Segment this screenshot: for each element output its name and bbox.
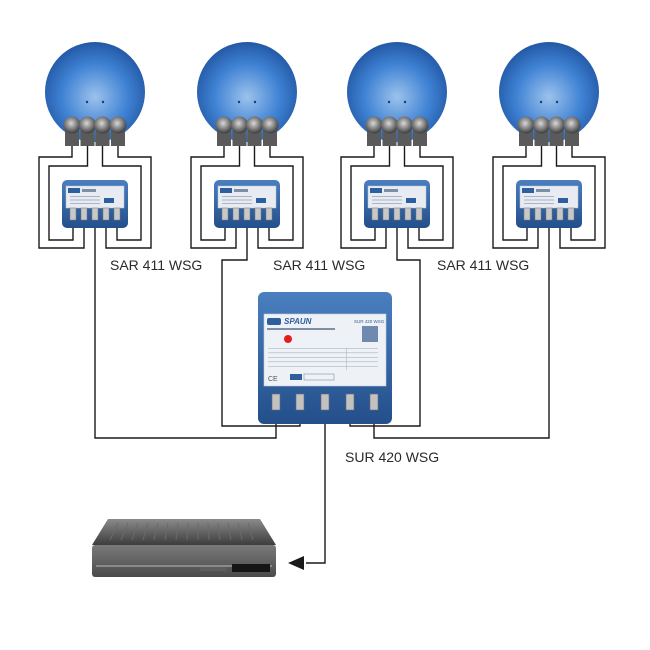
coax-cable: [407, 146, 454, 249]
lnb-icon: [396, 116, 413, 134]
coax-cable: [105, 146, 152, 249]
f-connector: [265, 207, 273, 221]
coax-cable: [350, 146, 391, 241]
f-connector: [523, 207, 531, 221]
f-connector: [415, 207, 423, 221]
coax-cable: [38, 146, 85, 249]
coax-cable: [101, 146, 142, 241]
lnb-icon: [109, 116, 127, 134]
f-connector: [369, 393, 379, 411]
coax-cable: [200, 146, 241, 241]
f-connector: [91, 207, 99, 221]
f-connector: [404, 207, 412, 221]
satellite-dish-1: [45, 42, 145, 146]
brand-logo: SPAUN: [284, 317, 312, 326]
spaun-logo: [68, 188, 80, 193]
receiver-front-panel: [92, 545, 276, 577]
lnb-icon: [94, 116, 111, 134]
main-switch-label: SUR 420 WSG: [345, 449, 440, 465]
f-connector: [232, 207, 240, 221]
lnb-icon: [63, 116, 81, 134]
f-connector: [254, 207, 262, 221]
f-connector: [371, 207, 379, 221]
f-connector: [382, 207, 390, 221]
spaun-logo: [220, 188, 232, 193]
main-switch: SPAUN SUR 420 WSG CE: [258, 292, 392, 424]
display-slot: [232, 564, 270, 572]
arrow-head-icon: [288, 556, 304, 570]
lnb-icon: [381, 116, 398, 134]
switch-label-2: SAR 411 WSG: [273, 257, 366, 273]
coax-cable: [306, 410, 326, 564]
coax-cable: [559, 146, 606, 249]
coax-cable: [492, 146, 539, 249]
f-connector: [271, 393, 281, 411]
coax-cable: [555, 146, 596, 241]
f-connector: [69, 207, 77, 221]
f-connector: [221, 207, 229, 221]
f-connector: [545, 207, 553, 221]
switch-label-1: SAR 411 WSG: [110, 257, 203, 273]
lnb-icon: [246, 116, 263, 134]
spaun-logo: [370, 188, 382, 193]
coax-cable: [403, 146, 444, 241]
f-connector: [295, 393, 305, 411]
coax-cable: [253, 146, 294, 241]
diseqc-switch-2: [214, 180, 280, 228]
qr-code: [362, 326, 378, 342]
f-connector: [534, 207, 542, 221]
lnb-icon: [548, 116, 565, 134]
f-connector: [345, 393, 355, 411]
f-connector: [113, 207, 121, 221]
diseqc-switch-4: [516, 180, 582, 228]
diseqc-switch-3: [364, 180, 430, 228]
f-connector: [102, 207, 110, 221]
model-text: SUR 420 WSG: [354, 319, 385, 324]
status-led: [284, 335, 292, 343]
satellite-dish-2: [197, 42, 297, 146]
diseqc-switch-1: [62, 180, 128, 228]
f-connector: [320, 393, 330, 411]
lnb-icon: [261, 116, 279, 134]
lnb-icon: [231, 116, 248, 134]
f-connector: [567, 207, 575, 221]
coax-cable: [340, 146, 387, 249]
switch-label-3: SAR 411 WSG: [437, 257, 530, 273]
spaun-logo: [522, 188, 534, 193]
coax-cable: [48, 146, 89, 241]
lnb-icon: [563, 116, 581, 134]
lnb-icon: [517, 116, 535, 134]
satellite-dish-3: [347, 42, 447, 146]
lnb-icon: [365, 116, 383, 134]
coax-cable: [502, 146, 543, 241]
f-connector: [393, 207, 401, 221]
lnb-icon: [79, 116, 96, 134]
lnb-icon: [215, 116, 233, 134]
coax-cable: [190, 146, 237, 249]
f-connector: [556, 207, 564, 221]
lnb-icon: [411, 116, 429, 134]
satellite-dish-4: [499, 42, 599, 146]
f-connector: [243, 207, 251, 221]
f-connector: [80, 207, 88, 221]
ce-mark: CE: [268, 376, 278, 383]
lnb-icon: [533, 116, 550, 134]
coax-cable: [257, 146, 304, 249]
satellite-receiver: [92, 519, 276, 577]
